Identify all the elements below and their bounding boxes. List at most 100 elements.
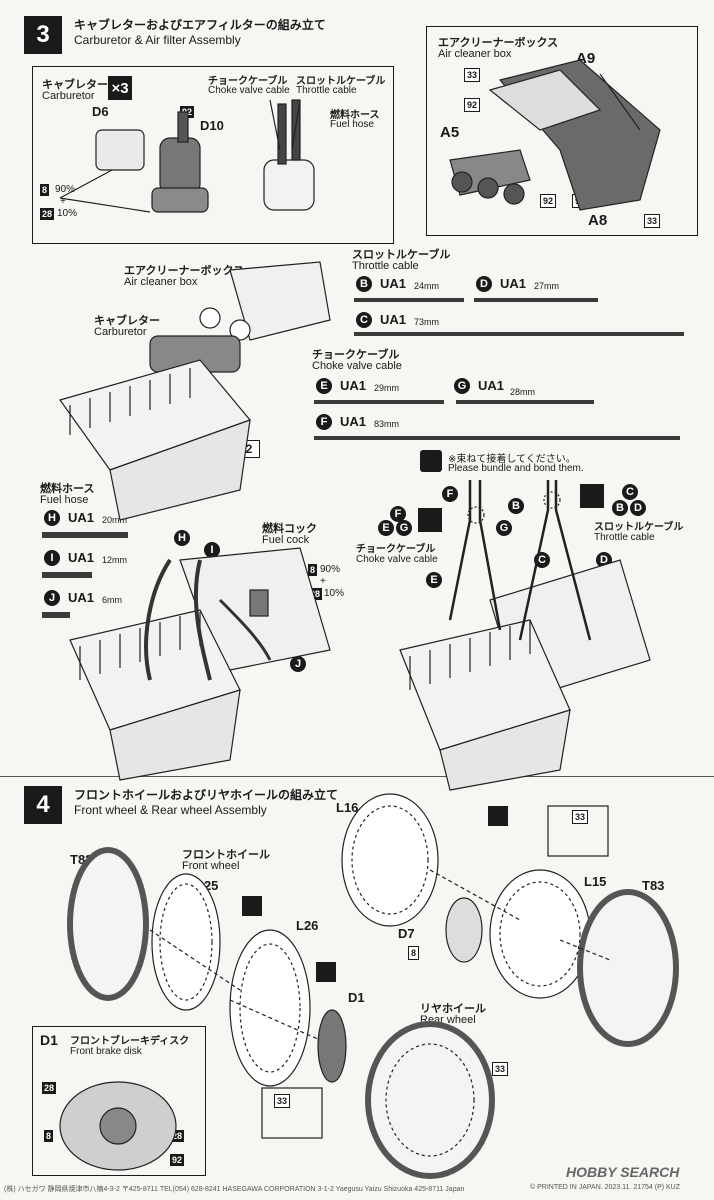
cable-b-part: UA1 — [380, 276, 407, 291]
hose-j-bar — [42, 612, 70, 618]
step-4-number: 4 — [24, 786, 62, 824]
front-wheel-jp: フロントホイール — [182, 849, 270, 861]
wheel-paint-33-c: 33 — [274, 1094, 291, 1108]
carburetor-detail-box — [32, 66, 394, 244]
cable-f-part: UA1 — [340, 414, 367, 429]
cable-d-length: 27mm — [534, 281, 560, 291]
hose-h-letter: H — [44, 510, 60, 526]
paint-33-tag-a: 33 — [464, 68, 481, 82]
front-wheel-en: Front wheel — [182, 860, 240, 872]
hose-h-bar — [42, 532, 128, 538]
part-l15: L15 — [584, 874, 607, 889]
disk-paint-8: 8 — [44, 1130, 54, 1142]
ref-step-badge: 2 — [238, 440, 260, 458]
paint-33-tag-b: 33 — [644, 214, 661, 228]
step-4-title-jp: フロントホイールおよびリヤホイールの組み立て — [74, 788, 339, 802]
cable-f-letter: F — [316, 414, 332, 430]
cock-paint-8-pct: 90% — [320, 564, 341, 575]
brake-disk-detail-box — [32, 1026, 206, 1176]
part-t83: T83 — [642, 878, 665, 893]
carb-label-jp: キャブレター — [42, 79, 108, 91]
right-letter-f-top: F — [442, 486, 458, 502]
watermark: HOBBY SEARCH — [566, 1164, 680, 1180]
part-l25: L25 — [196, 878, 219, 893]
right-letter-d-mid: D — [630, 500, 646, 516]
hose-j-letter: J — [44, 590, 60, 606]
rear-wheel-en: Rear wheel — [420, 1014, 476, 1026]
cable-c-letter: C — [356, 312, 372, 328]
right-letter-c-top: C — [622, 484, 638, 500]
cable-e-letter: E — [316, 378, 332, 394]
paint-28-tag: 28 — [40, 208, 55, 220]
engine-carb-drawing — [59, 261, 331, 521]
right-letter-d-low: D — [596, 552, 612, 568]
fuel-list-en: Fuel hose — [40, 494, 89, 506]
assembly-carb-en: Carburetor — [94, 326, 147, 338]
carb-label-en: Carburetor — [42, 90, 95, 102]
hose-i-letter: I — [44, 550, 60, 566]
disk-box-en: Front brake disk — [70, 1046, 142, 1057]
bundle-note-en: Please bundle and bond them. — [448, 463, 584, 474]
right-throttle-en: Throttle cable — [594, 532, 655, 543]
mask-icon-front-a — [242, 896, 262, 916]
rear-wheel-jp: リヤホイール — [420, 1003, 486, 1015]
disk-box-part: D1 — [40, 1032, 58, 1048]
cable-g-part: UA1 — [478, 378, 505, 393]
paint-plus: + — [60, 196, 66, 207]
bond-diamond-left — [418, 508, 442, 532]
right-letter-c-low: C — [534, 552, 550, 568]
right-choke-jp: チョークケーブル — [356, 544, 436, 555]
left-letter-h: H — [174, 530, 190, 546]
cable-g-letter: G — [454, 378, 470, 394]
paint-92-tag-b: 92 — [540, 194, 557, 208]
aircleaner-label-jp: エアクリーナーボックス — [438, 37, 559, 49]
part-d10: D10 — [200, 118, 224, 133]
footer-right: © PRINTED IN JAPAN. 2023.11. 21754 (P) K… — [530, 1184, 681, 1191]
part-d7: D7 — [398, 926, 415, 941]
hose-i-bar — [42, 572, 92, 578]
paint-92-tag: 92 — [180, 106, 195, 118]
paint-28-pct: 10% — [57, 208, 78, 219]
fuel-cock-jp: 燃料コック — [262, 523, 317, 535]
hose-h-part: UA1 — [68, 510, 95, 525]
fuel-hose-label-jp: 燃料ホース — [330, 110, 380, 121]
glue-icon — [420, 450, 442, 472]
left-letter-i: I — [204, 542, 220, 558]
wheel-paint-8-a: 8 — [402, 904, 414, 918]
cable-g-length: 28mm — [510, 387, 536, 397]
step-4-title-en: Front wheel & Rear wheel Assembly — [74, 803, 267, 817]
fuel-list-jp: 燃料ホース — [40, 483, 95, 495]
cable-b-letter: B — [356, 276, 372, 292]
paint-92-tag-c: 92 — [572, 194, 589, 208]
mask-icon-rear — [488, 806, 508, 826]
right-letter-f-mid: F — [390, 506, 406, 522]
throttle-label-jp: スロットルケーブル — [296, 76, 386, 87]
cable-f-length: 83mm — [374, 419, 400, 429]
right-choke-en: Choke valve cable — [356, 554, 438, 565]
hose-i-part: UA1 — [68, 550, 95, 565]
choke-list-jp: チョークケーブル — [312, 349, 400, 361]
part-t82: T82 — [70, 852, 93, 867]
aircleaner-label-en: Air cleaner box — [438, 48, 512, 60]
assembly-carb-jp: キャブレター — [94, 315, 160, 327]
part-l16: L16 — [336, 800, 359, 815]
disk-paint-28-a: 28 — [42, 1082, 57, 1094]
cable-b-length: 24mm — [414, 281, 440, 291]
disk-paint-28-b: 28 — [170, 1130, 185, 1142]
cable-c-length: 73mm — [414, 317, 440, 327]
cable-e-bar — [314, 400, 444, 404]
cable-e-length: 29mm — [374, 383, 400, 393]
part-l26: L26 — [296, 918, 319, 933]
cock-paint-8: 8 — [308, 564, 318, 576]
cock-paint-28: 28 — [308, 588, 323, 600]
fuel-hose-label-en: Fuel hose — [330, 119, 374, 130]
part-d1: D1 — [348, 990, 365, 1005]
choke-label-en: Choke valve cable — [208, 85, 290, 96]
paint-8-pct: 90% — [55, 184, 76, 195]
cable-d-part: UA1 — [500, 276, 527, 291]
cock-paint-28-pct: 10% — [324, 588, 345, 599]
step-divider — [0, 776, 714, 777]
cock-paint-plus: + — [320, 576, 326, 587]
hose-i-length: 12mm — [102, 555, 128, 565]
cable-g-bar — [456, 400, 594, 404]
